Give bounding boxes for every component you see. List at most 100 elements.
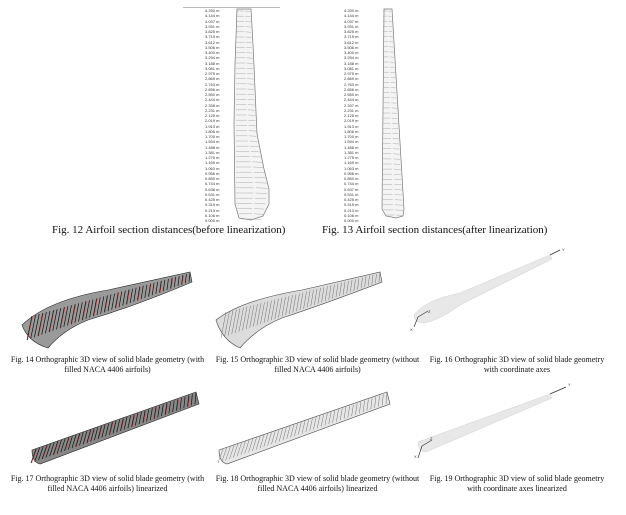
fig18-caption: Fig. 18 Orthographic 3D view of solid bl…: [215, 474, 420, 493]
fig12-blade: [233, 8, 270, 221]
fig15-airfoil-rib: [306, 290, 311, 308]
fig14-airfoil-rib: [100, 296, 105, 314]
fig18-airfoil-rib: [236, 442, 242, 457]
fig17-airfoil-rib: [143, 410, 146, 423]
fig19-caption: Fig. 19 Orthographic 3D view of solid bl…: [429, 474, 605, 493]
fig13-distance-label: 0.850 m: [344, 176, 359, 181]
fig14-airfoil-rib: [48, 310, 54, 333]
fig13-distance-label: 2.337 m: [344, 102, 359, 108]
fig13-distance-label: 3.188 m: [344, 60, 359, 66]
fig12-distance-label: 4.250 m: [205, 8, 220, 13]
fig12-section-line: [244, 10, 251, 12]
fig14-airfoil-rib: [85, 300, 90, 319]
fig14-airfoil-rib: [63, 306, 69, 327]
fig13-distance-label: 0.956 m: [344, 170, 359, 176]
fig19-axis-z-label: Z: [430, 436, 433, 441]
fig12-distance-label: 2.019 m: [205, 118, 220, 124]
fig12-distance-label: 3.506 m: [205, 44, 220, 50]
fig12-section-line: [246, 57, 253, 59]
fig12-section-line: [246, 62, 253, 64]
fig14-airfoil-rib: [103, 295, 108, 313]
fig15-airfoil-rib: [278, 297, 283, 318]
fig14-airfoil-rib: [115, 292, 119, 309]
fig12-distance-label: 3.400 m: [205, 50, 220, 55]
fig14-airfoil-rib: [140, 285, 144, 300]
fig17-airfoil-rib: [64, 437, 70, 452]
fig14-airfoil-rib: [188, 272, 191, 283]
fig14-airfoil-rib: [148, 283, 152, 297]
fig17-airfoil-rib: [97, 426, 102, 439]
fig13-distance-label: 3.081 m: [344, 65, 359, 71]
fig12-distance-label: 1.913 m: [205, 123, 220, 129]
fig13-distance-label: 0.000 m: [344, 218, 359, 223]
fig12-distance-label: 0.638 m: [205, 186, 220, 192]
fig18-airfoil-ribs: [217, 392, 388, 464]
fig13-distance-label: 1.063 m: [344, 165, 359, 171]
fig15-airfoil-rib: [224, 311, 230, 337]
fig12-section-line: [254, 177, 266, 179]
fig17-airfoil-rib: [71, 434, 77, 449]
fig18-airfoil-rib: [362, 400, 365, 413]
fig12-section-line: [248, 120, 256, 121]
fig14-airfoil-rib: [104, 295, 109, 313]
fig12-distance-label: 3.294 m: [205, 55, 220, 61]
fig12-section-line: [245, 42, 252, 43]
fig14-airfoil-rib: [96, 297, 101, 316]
fig14-airfoil-rib: [166, 278, 169, 290]
fig13-section-lines: [383, 10, 404, 216]
fig12-distance-label: 0.319 m: [205, 202, 220, 208]
fig12-section-line: [250, 146, 259, 147]
fig12-distance-label: 1.063 m: [205, 165, 220, 171]
fig18-airfoil-rib: [217, 448, 224, 464]
fig14-airfoil-rib: [67, 305, 72, 326]
fig12-section-line: [245, 21, 251, 23]
fig12-distance-label: 0.106 m: [205, 212, 220, 218]
fig17-airfoil-rib: [183, 396, 186, 409]
fig14-airfoil-rib: [182, 274, 184, 285]
fig12-distance-label: 1.169 m: [205, 160, 220, 166]
fig12-section-line: [245, 26, 251, 28]
fig14-airfoil-rib: [155, 281, 159, 294]
fig15-airfoil-rib: [346, 280, 349, 294]
fig13-distance-label: 0.319 m: [344, 202, 359, 208]
fig14-airfoil-rib: [181, 274, 184, 285]
fig17-airfoil-rib: [154, 406, 157, 419]
fig17-blade-surface: [31, 391, 200, 465]
fig14-airfoil-rib: [126, 289, 130, 305]
fig14-airfoil-rib: [118, 291, 123, 308]
fig12-distance-label: 0.531 m: [205, 191, 220, 197]
fig18-airfoil-rib: [320, 414, 324, 427]
fig17-airfoil-rib: [49, 442, 55, 457]
fig13-distance-label: 0.213 m: [344, 207, 359, 213]
fig18-airfoil-rib: [290, 424, 295, 438]
fig15-airfoil-rib: [271, 299, 276, 321]
fig15-airfoil-rib: [328, 285, 332, 300]
fig18-airfoil-rib: [297, 422, 302, 435]
fig17-airfoil-rib: [176, 399, 179, 411]
fig13-distance-label: 1.275 m: [344, 155, 359, 160]
fig15-airfoil-rib: [324, 286, 328, 302]
fig12-distance-label: 0.744 m: [205, 181, 220, 187]
fig17-airfoil-rib: [138, 412, 142, 425]
fig12-distance-label: 0.000 m: [205, 218, 220, 223]
fig12-section-line: [246, 47, 252, 49]
fig14-airfoil-rib: [49, 310, 55, 333]
fig12-distance-label: 2.975 m: [205, 71, 220, 76]
fig12-section-line: [248, 109, 256, 111]
fig19-blade-render: [417, 386, 567, 459]
fig14-airfoil-rib: [162, 279, 166, 292]
fig13-distance-label: 0.744 m: [344, 181, 359, 187]
fig18-airfoil-rib: [286, 426, 291, 439]
fig12-section-line: [248, 130, 257, 132]
fig13-distance-label: 1.913 m: [344, 123, 359, 129]
fig18-airfoil-rib: [278, 428, 283, 442]
fig18-airfoil-rib: [351, 404, 354, 417]
fig12-section-line: [247, 83, 254, 85]
fig18-airfoil-rib: [332, 410, 336, 423]
fig15-airfoil-rib: [303, 291, 307, 309]
fig15-airfoil-rib: [357, 278, 360, 290]
fig17-airfoil-rib: [79, 432, 84, 446]
fig14-airfoil-rib: [122, 290, 126, 306]
